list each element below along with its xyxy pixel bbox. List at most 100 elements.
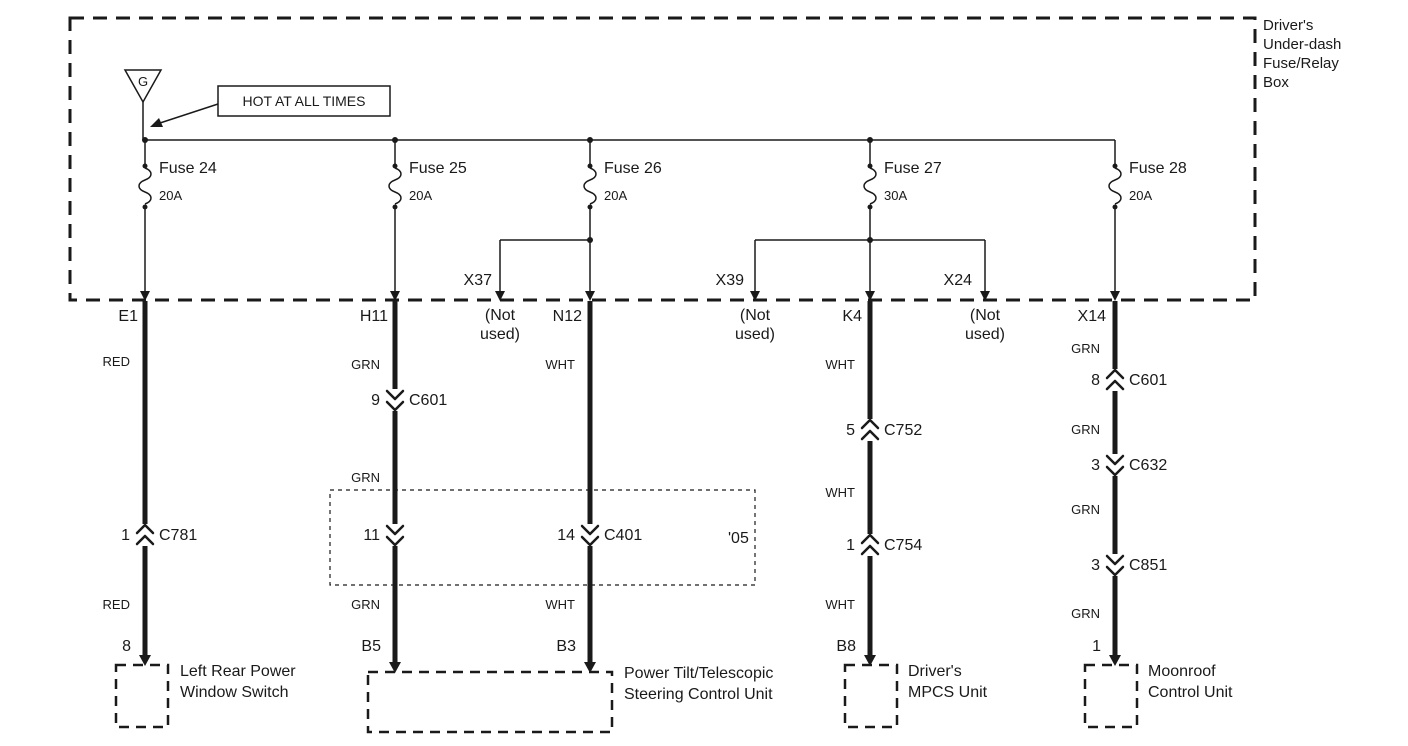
connector-symbol-c601: [385, 389, 405, 412]
exit-pin-label-x24: X24: [943, 272, 972, 289]
exit-pin-label-x37: X37: [463, 272, 492, 289]
wire-color-label: WHT: [825, 485, 855, 500]
fuse-symbol: [1108, 167, 1122, 205]
wire-color-label: WHT: [545, 597, 575, 612]
connector-pin-label: 9: [371, 392, 380, 409]
connector-name-label: C401: [604, 527, 643, 544]
not-used-note: (Not: [739, 307, 771, 324]
wire-color-label: GRN: [351, 470, 380, 485]
connector-pin-label: 1: [846, 537, 855, 554]
wire-color-label: WHT: [825, 357, 855, 372]
exit-pin-label-n12: N12: [552, 308, 582, 325]
connector-name-label: C632: [1129, 457, 1168, 474]
connector-pin-label: 8: [1091, 372, 1100, 389]
not-used-note: (Not: [969, 307, 1001, 324]
fuse-26-branch: [583, 140, 597, 301]
connector-pin-label: 5: [846, 422, 855, 439]
connector-name-label: C851: [1129, 557, 1168, 574]
hot-label-box: [217, 85, 391, 117]
connector-name-label: C752: [884, 422, 923, 439]
component-label-line: MPCS Unit: [908, 684, 988, 701]
exit-pin-label-k4: K4: [842, 308, 862, 325]
connector-symbol-c601-x14: [1105, 368, 1125, 391]
exit-arrowhead-icon: [585, 291, 595, 301]
component-pin-label: 8: [122, 638, 131, 655]
component-box-left-rear-power-window-switch: [114, 663, 170, 729]
wire-end-arrowhead-icon: [864, 655, 876, 666]
fuse-24-branch: [138, 140, 152, 301]
fuse-28-branch: [1108, 140, 1122, 301]
exit-arrowhead-icon: [1110, 291, 1120, 301]
exit-arrowhead-icon: [980, 291, 990, 301]
connector-pin-label: 1: [121, 527, 130, 544]
fuse-25-branch: [388, 140, 402, 301]
connector-symbol-c754: [860, 533, 880, 556]
exit-pin-label-h11: H11: [359, 308, 388, 325]
not-used-note: (Not: [484, 307, 516, 324]
component-label-line: Moonroof: [1148, 663, 1216, 680]
connector-pin-label: 11: [363, 527, 380, 544]
circuit-n12: [580, 301, 600, 673]
wire-color-label: RED: [102, 597, 130, 612]
fuse-name: Fuse 25: [409, 160, 467, 177]
connector-name-label: C754: [884, 537, 923, 554]
not-used-note: used): [734, 326, 776, 343]
component-label-line: Control Unit: [1148, 684, 1233, 701]
component-box-mpcs-unit: [843, 663, 899, 729]
connector-name-label: C601: [409, 392, 448, 409]
model-year-box: [329, 489, 756, 586]
connector-symbol-c851: [1105, 554, 1125, 577]
circuit-x14: [1105, 301, 1125, 666]
exit-arrowhead-icon: [750, 291, 760, 301]
fuse-rating: 20A: [1129, 188, 1153, 203]
fuse-27-branch: [863, 140, 877, 301]
hot-callout-arrow-line: [159, 103, 219, 124]
fuse-box-outline: [68, 16, 1257, 302]
wire-end-arrowhead-icon: [1109, 655, 1121, 666]
connector-name-label: C601: [1129, 372, 1168, 389]
ground-triangle-icon: [123, 69, 163, 104]
fuse-symbol: [138, 167, 152, 205]
connector-pin-label: 14: [557, 527, 575, 544]
fuse-symbol: [388, 167, 402, 205]
fuse-box-caption-line: Under-dash: [1263, 36, 1342, 53]
wire-end-arrowhead-icon: [389, 662, 401, 673]
connector-name-label: C781: [159, 527, 198, 544]
bus-wire: [142, 137, 1115, 143]
component-label-line: Left Rear Power: [180, 663, 296, 680]
wire-color-label: GRN: [1071, 502, 1100, 517]
wire-color-label: WHT: [825, 597, 855, 612]
wire-color-label: GRN: [351, 597, 380, 612]
power-feed: [123, 69, 391, 140]
fuse-box-caption-line: Fuse/Relay: [1263, 55, 1339, 72]
fuse-rating: 20A: [604, 188, 628, 203]
circuit-k4: [860, 301, 880, 666]
fuse-rating: 30A: [884, 188, 908, 203]
fuse-symbol: [583, 167, 597, 205]
fuse-name: Fuse 28: [1129, 160, 1187, 177]
component-label-line: Steering Control Unit: [624, 686, 773, 703]
branch-x37: [495, 237, 593, 301]
component-label-line: Window Switch: [180, 684, 289, 701]
component-label-line: Driver's: [908, 663, 962, 680]
exit-arrowhead-icon: [865, 291, 875, 301]
connector-pin-label: 3: [1091, 457, 1100, 474]
fuse-box-caption-line: Driver's: [1263, 17, 1314, 34]
component-pin-label: B3: [556, 638, 576, 655]
fuse-name: Fuse 27: [884, 160, 942, 177]
wire-color-label: RED: [102, 354, 130, 369]
exit-arrowhead-icon: [140, 291, 150, 301]
component-box-steering-control-unit: [366, 670, 614, 734]
connector-symbol-c781: [135, 523, 155, 546]
component-pin-label: 1: [1092, 638, 1101, 655]
component-box-moonroof-control-unit: [1083, 663, 1139, 729]
fuse-box-caption-line: Box: [1263, 74, 1289, 91]
wire-end-arrowhead-icon: [584, 662, 596, 673]
hot-callout-arrowhead-icon: [150, 118, 163, 127]
connector-symbol-c401: [580, 524, 600, 547]
component-label-line: Power Tilt/Telescopic: [624, 665, 774, 682]
not-used-note: used): [964, 326, 1006, 343]
connector-symbol-c752: [860, 418, 880, 441]
